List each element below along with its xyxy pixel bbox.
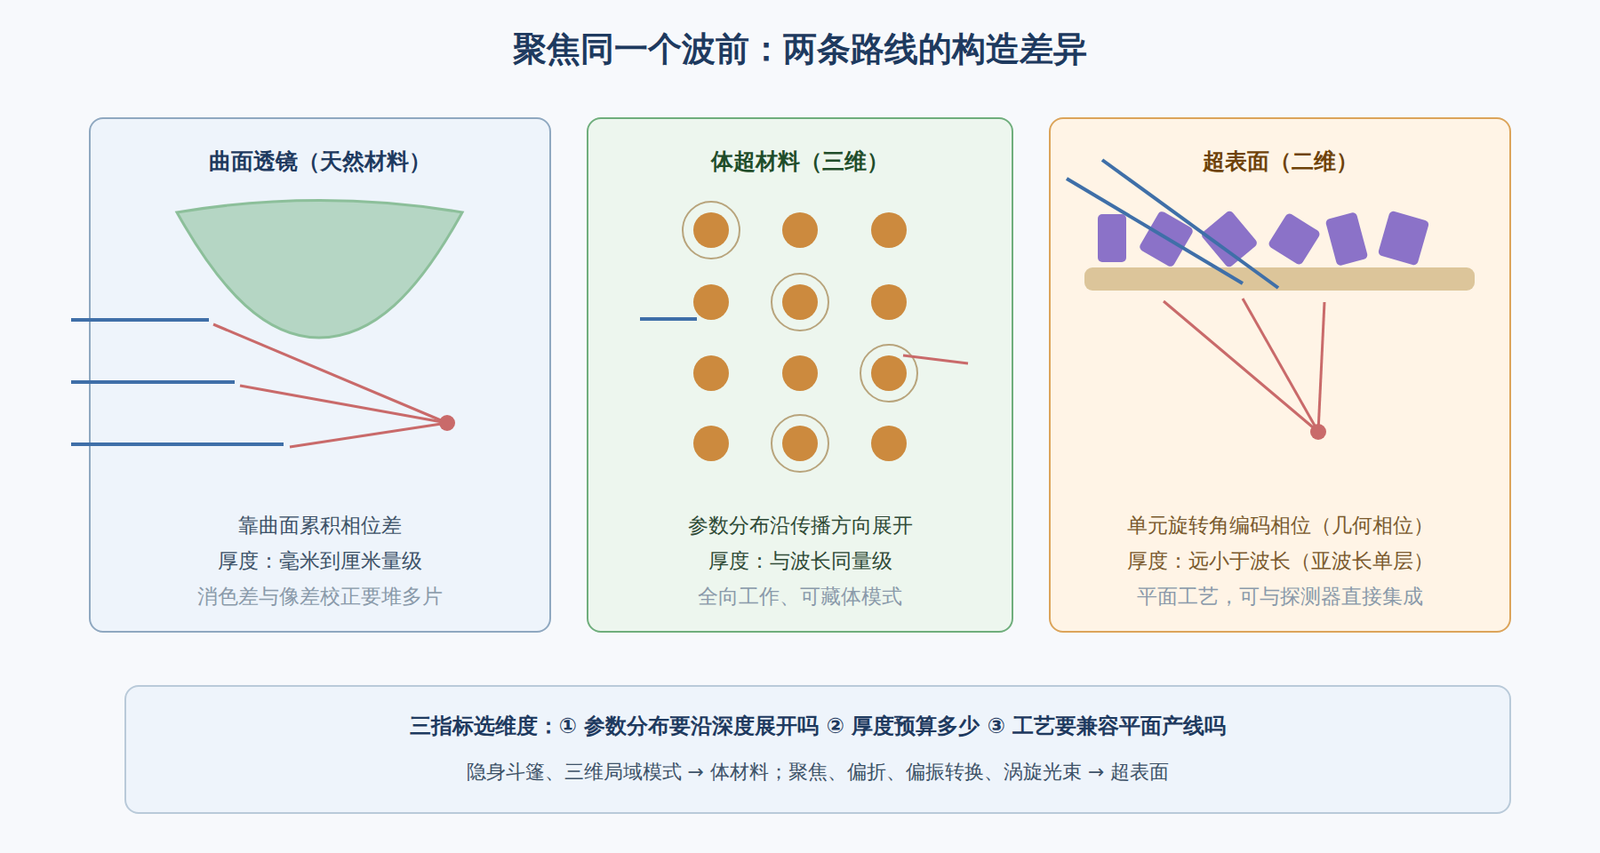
diagram-title: 聚焦同一个波前：两条路线的构造差异 [0, 26, 1600, 72]
panel-note: 厚度：毫米到厘米量级 [90, 543, 550, 582]
summary-note: 隐身斗篷、三维局域模式 → 体材料；聚焦、偏折、偏振转换、涡旋光束 → 超表面 [126, 754, 1510, 792]
approach-panel: 超表面（二维） 单元旋转角编码相位（几何相位）厚度：远小于波长（亚波长单层）平面工… [1048, 117, 1512, 633]
approach-panel: 体超材料（三维） 参数分布沿传播方向展开厚度：与波长同量级全向工作、可藏体模式 [586, 117, 1014, 633]
panel-heading: 体超材料（三维） [588, 144, 1012, 183]
panel-note: 参数分布沿传播方向展开 [588, 507, 1012, 546]
panel-note: 消色差与像差校正要堆多片 [90, 578, 550, 617]
approach-panel: 曲面透镜（天然材料） 靠曲面累积相位差厚度：毫米到厘米量级消色差与像差校正要堆多片 [88, 117, 552, 633]
summary-heading: 三指标选维度：① 参数分布要沿深度展开吗 ② 厚度预算多少 ③ 工艺要兼容平面产… [126, 708, 1510, 747]
panel-heading: 曲面透镜（天然材料） [90, 144, 550, 183]
panel-heading: 超表面（二维） [1050, 144, 1510, 183]
panel-note: 全向工作、可藏体模式 [588, 578, 1012, 617]
panel-note: 平面工艺，可与探测器直接集成 [1050, 578, 1510, 617]
panel-note: 厚度：远小于波长（亚波长单层） [1050, 543, 1510, 582]
panel-note: 靠曲面累积相位差 [90, 507, 550, 546]
panel-note: 单元旋转角编码相位（几何相位） [1050, 507, 1510, 546]
summary-box: 三指标选维度：① 参数分布要沿深度展开吗 ② 厚度预算多少 ③ 工艺要兼容平面产… [124, 685, 1512, 815]
panel-note: 厚度：与波长同量级 [588, 543, 1012, 582]
